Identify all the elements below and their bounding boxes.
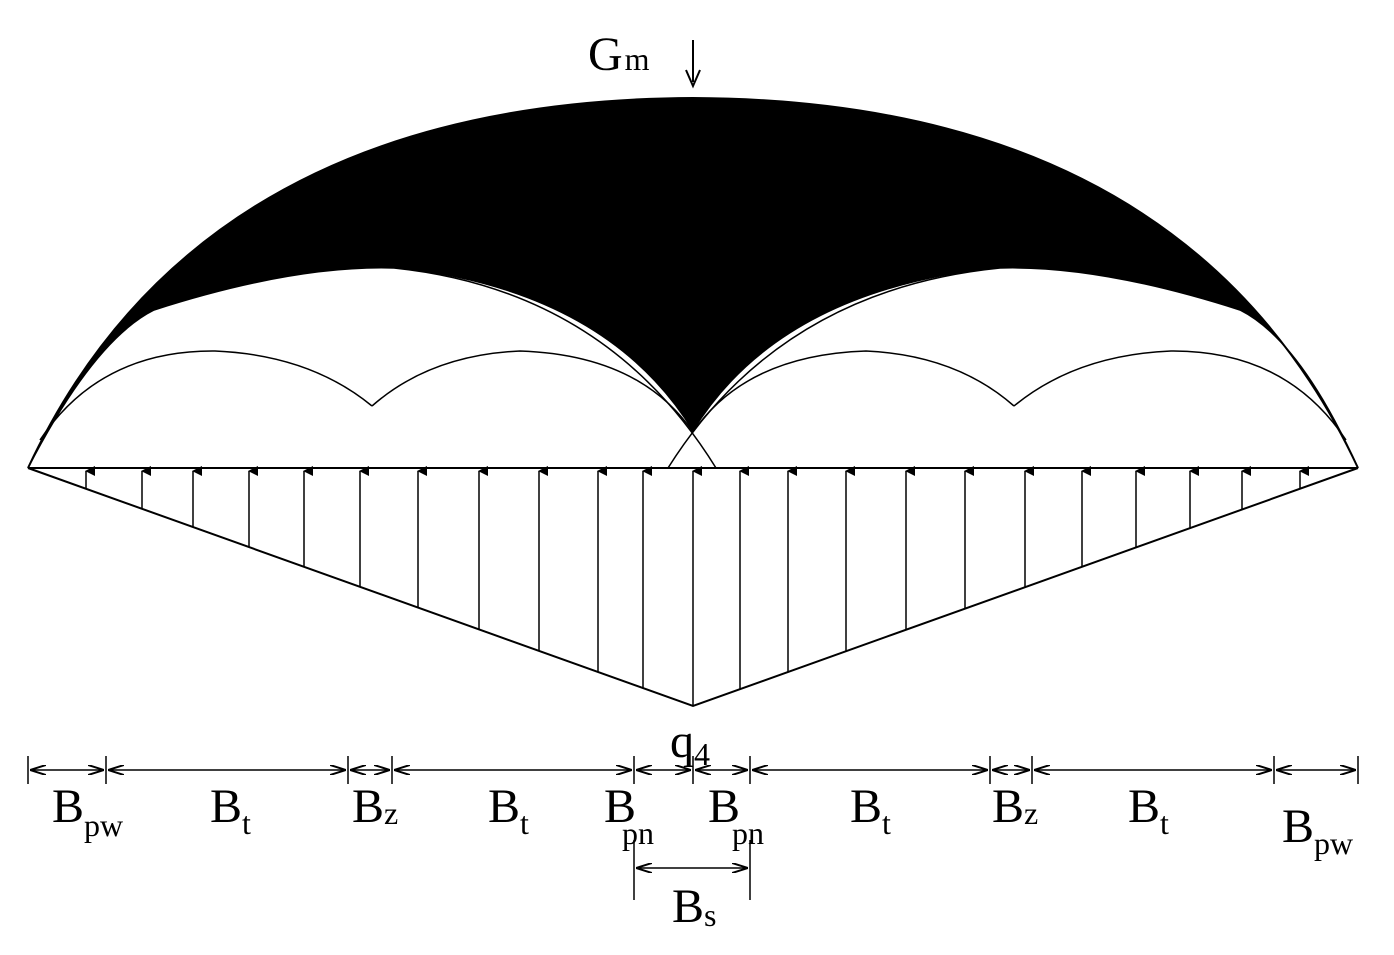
small-arch-1 (39, 350, 373, 441)
small-arch-4 (1013, 350, 1347, 441)
dim-label-bt-4: Bt (1128, 780, 1169, 841)
load-region (28, 98, 1358, 468)
outer-arch (27, 96, 1359, 469)
dim-label-bt-3: Bt (850, 780, 891, 841)
inner-arch-right (667, 267, 1359, 469)
dim-label-bpn-right: Bpn (708, 780, 764, 851)
dim-label-bt-1: Bt (210, 780, 251, 841)
small-arch-2 (371, 350, 694, 433)
reaction-arrows (85, 466, 1309, 706)
dim-label-bz-left: Bz (352, 780, 398, 833)
dim-label-bpn-left: Bpn (604, 780, 654, 851)
small-arch-3 (692, 350, 1015, 433)
dim-label-bpw-right: Bpw (1282, 800, 1353, 861)
bs-label: Bs (672, 880, 716, 933)
inner-arch-left (27, 267, 717, 469)
dimension-row (27, 756, 1359, 784)
load-label: Gm (588, 28, 650, 81)
load-arrow-head (685, 69, 701, 89)
dim-label-bz-right: Bz (992, 780, 1038, 833)
dim-label-bpw-left: Bpw (52, 780, 123, 843)
dim-label-bt-2: Bt (488, 780, 529, 841)
reaction-label: q4 (670, 715, 710, 772)
